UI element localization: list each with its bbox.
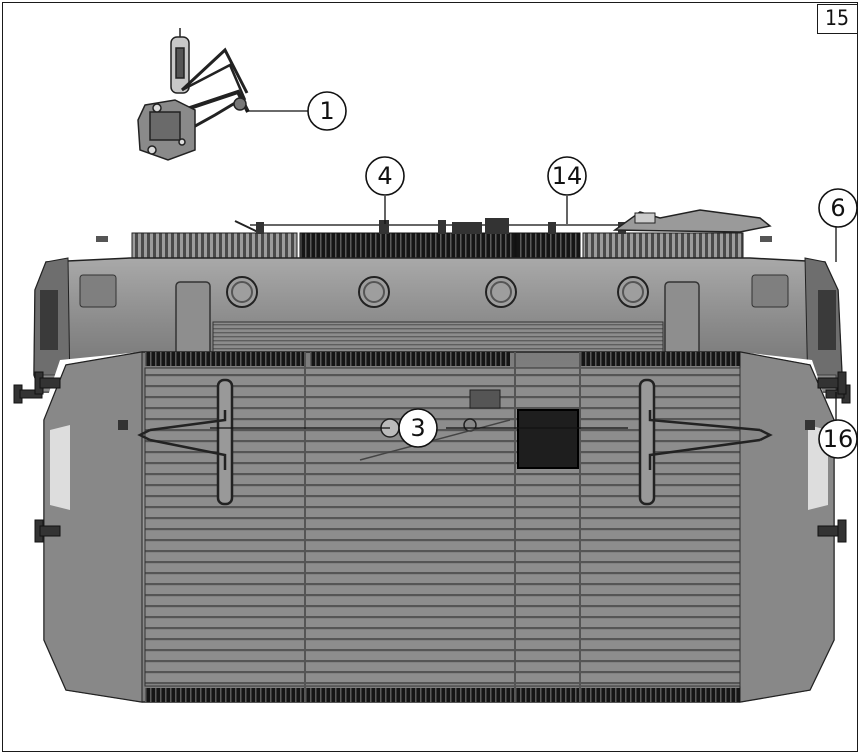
callout-14: 14	[547, 156, 587, 196]
callout-3-label: 3	[410, 414, 425, 442]
callout-16-label: 16	[823, 425, 854, 453]
page-number-box: 15	[817, 4, 858, 34]
page-number: 15	[825, 6, 850, 30]
callout-16: 16	[818, 419, 858, 459]
callout-1: 1	[307, 91, 347, 131]
callout-4-label: 4	[377, 162, 392, 190]
callout-4: 4	[365, 156, 405, 196]
callout-leaders	[210, 110, 837, 429]
callout-6-label: 6	[830, 194, 845, 222]
callout-6: 6	[818, 188, 858, 228]
callout-1-label: 1	[319, 97, 334, 125]
pantograph-part	[137, 28, 250, 161]
callout-14-label: 14	[552, 162, 583, 190]
top-view-locomotive	[34, 351, 847, 703]
roof-equipment	[96, 209, 772, 264]
callout-3: 3	[398, 408, 438, 448]
